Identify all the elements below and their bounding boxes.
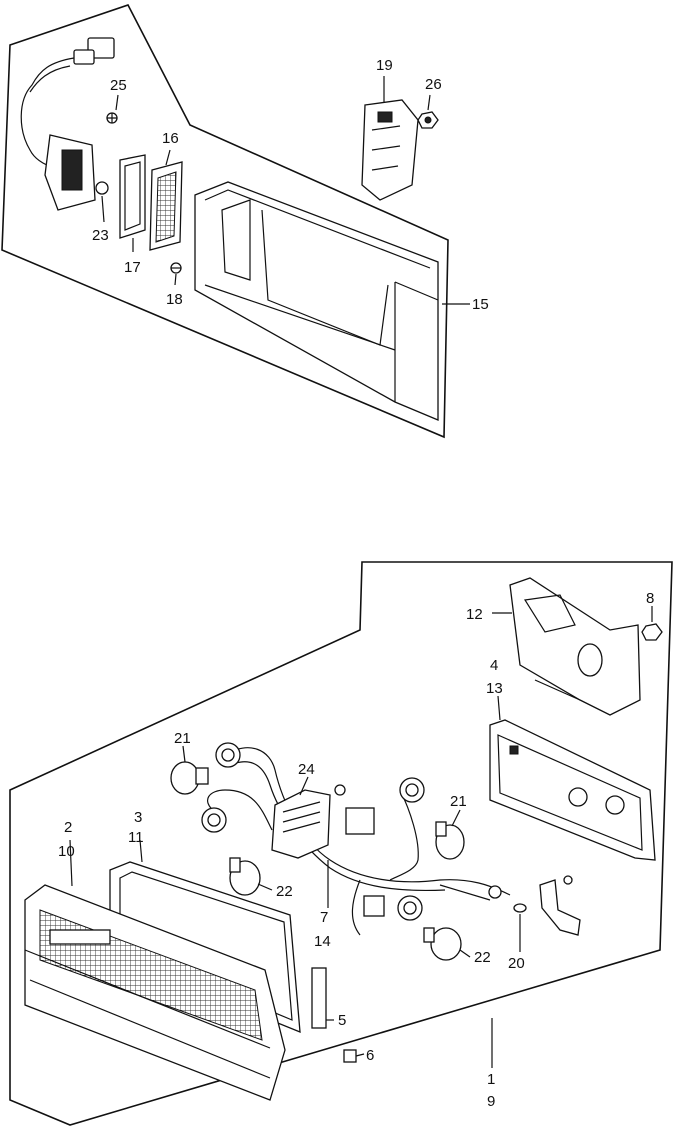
harness-screw [334, 784, 346, 796]
harness-connector-lower [363, 895, 385, 917]
label-18: 18 [166, 291, 183, 308]
part-17-gasket [119, 154, 146, 239]
part-6-clip [343, 1049, 357, 1063]
bulb-22-right [423, 927, 462, 961]
label-15: 15 [472, 296, 489, 313]
part-24-unit [271, 789, 331, 859]
label-13: 13 [486, 680, 503, 697]
part-2-tail-lens [24, 884, 286, 1101]
label-4: 4 [490, 657, 498, 674]
mount-bracket [539, 879, 581, 936]
label-12: 12 [466, 606, 483, 623]
upper-assembly [1, 4, 470, 439]
license-light-harness [20, 37, 115, 169]
part-5-strip [311, 967, 327, 1029]
label-11: 11 [128, 829, 144, 846]
label-19: 19 [376, 57, 393, 74]
label-8: 8 [646, 590, 654, 607]
label-16: 16 [162, 130, 179, 147]
part-18-screw [170, 262, 182, 274]
label-21-left: 21 [174, 730, 191, 747]
part-8-nut [641, 623, 663, 641]
harness-connector [345, 807, 375, 835]
lower-leader-lines [69, 606, 653, 1068]
label-3: 3 [134, 809, 142, 826]
label-21-right: 21 [450, 793, 467, 810]
label-6: 6 [366, 1047, 374, 1064]
label-7: 7 [320, 909, 328, 926]
label-2: 2 [64, 819, 72, 836]
bulb-21-left [170, 761, 209, 795]
lower-assembly [9, 561, 673, 1126]
part-23-lamp-socket [44, 134, 109, 211]
label-26: 26 [425, 76, 442, 93]
label-24: 24 [298, 761, 315, 778]
part-13-housing [489, 719, 656, 861]
bulb-21-right [435, 821, 465, 860]
part-16-lens [149, 161, 183, 251]
label-14: 14 [314, 933, 331, 950]
label-17: 17 [124, 259, 141, 276]
label-22-right: 22 [474, 949, 491, 966]
label-22-left: 22 [276, 883, 293, 900]
label-5: 5 [338, 1012, 346, 1029]
label-20: 20 [508, 955, 525, 972]
part-25-screw [106, 112, 118, 124]
part-12-cover [509, 577, 641, 716]
part-19-bracket [361, 99, 419, 201]
part-15-garnish-panel [194, 181, 439, 421]
label-9: 9 [487, 1093, 495, 1110]
label-23: 23 [92, 227, 109, 244]
upper-leader-lines [101, 76, 470, 305]
part-20-bulb [488, 885, 527, 913]
label-1: 1 [487, 1071, 495, 1088]
bulb-22-left [229, 857, 261, 896]
label-10: 10 [58, 843, 75, 860]
label-25: 25 [110, 77, 127, 94]
